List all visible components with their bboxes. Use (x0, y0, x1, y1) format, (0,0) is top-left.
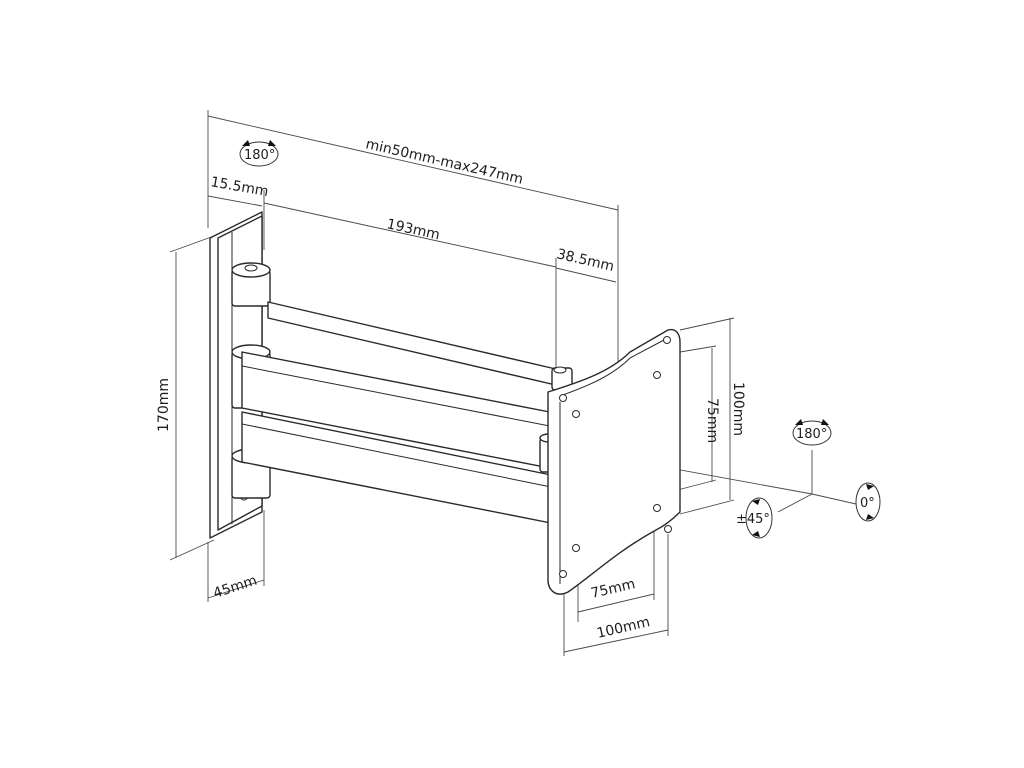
vesa-height-large-label: 100mm (730, 382, 746, 436)
swivel-right-text: 180° (796, 427, 827, 442)
tilt-badge: ±45° (736, 497, 773, 539)
swing-arms (241, 301, 561, 525)
swivel-right-badge: 180° (792, 419, 832, 446)
tilt-text: ±45° (736, 512, 770, 527)
rotate-text: 0° (860, 496, 875, 511)
height-label: 170mm (156, 378, 172, 432)
vesa-plate (547, 328, 681, 595)
wall-offset-label: 15.5mm (209, 174, 269, 200)
vesa-width-large-label: 100mm (595, 614, 651, 642)
rotate-badge: 0° (855, 482, 881, 522)
head-offset-label: 38.5mm (555, 246, 616, 275)
width-range-label: min50mm-max247mm (364, 136, 525, 188)
swivel-top-badge: 180° (239, 140, 279, 167)
swivel-top-text: 180° (244, 148, 275, 163)
arm-length-label: 193mm (385, 216, 441, 243)
vesa-height-small-label: 75mm (704, 398, 720, 443)
depth-label: 45mm (211, 573, 259, 602)
vesa-width-small-label: 75mm (589, 576, 637, 602)
